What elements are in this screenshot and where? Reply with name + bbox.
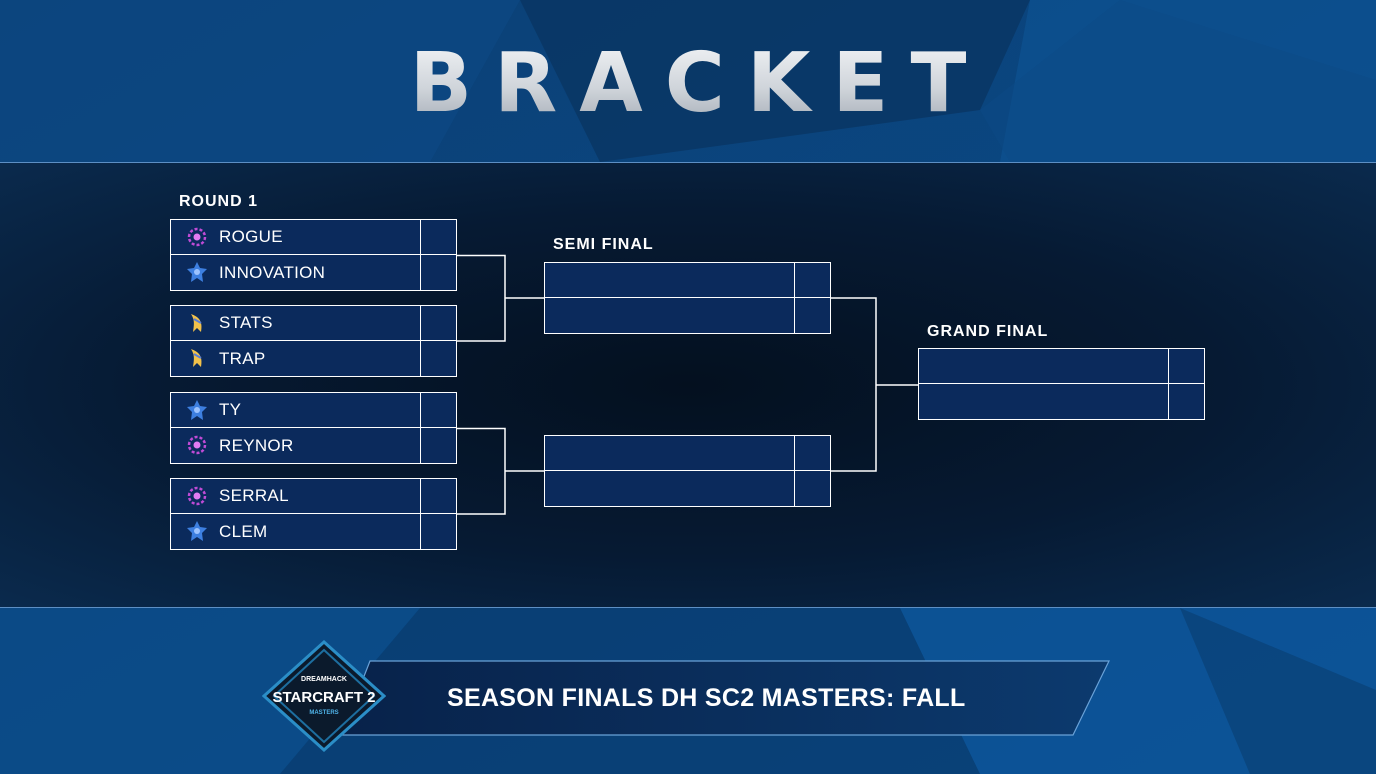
score-box <box>794 436 830 470</box>
zerg-icon <box>185 484 209 508</box>
match-r1-2: STATS TRAP <box>170 305 457 377</box>
player-slot[interactable]: TY <box>171 393 456 428</box>
score-box <box>794 471 830 506</box>
score-box <box>420 306 456 340</box>
terran-icon <box>185 398 209 422</box>
match-r1-4: SERRAL CLEM <box>170 478 457 550</box>
protoss-icon <box>185 311 209 335</box>
player-slot-empty[interactable] <box>545 298 830 333</box>
match-grand-final <box>918 348 1205 420</box>
page-title: BRACKET <box>0 36 1376 132</box>
match-r1-3: TY REYNOR <box>170 392 457 464</box>
starcraft-masters-logo: DREAMHACK STARCRAFT 2 MASTERS <box>262 640 386 752</box>
zerg-icon <box>185 225 209 249</box>
match-semi-1 <box>544 262 831 334</box>
player-slot-empty[interactable] <box>919 384 1204 419</box>
logo-masters: MASTERS <box>309 710 338 716</box>
player-slot[interactable]: REYNOR <box>171 428 456 463</box>
event-title: SEASON FINALS DH SC2 MASTERS: FALL <box>447 683 966 712</box>
player-slot-empty[interactable] <box>545 263 830 298</box>
player-name: ROGUE <box>219 227 283 246</box>
terran-icon <box>185 519 209 543</box>
logo-dreamhack: DREAMHACK <box>301 676 347 683</box>
semi-final-label: SEMI FINAL <box>553 236 654 253</box>
player-slot-empty[interactable] <box>919 349 1204 384</box>
score-box <box>420 428 456 463</box>
match-semi-2 <box>544 435 831 507</box>
round-1-label: ROUND 1 <box>179 193 259 210</box>
score-box <box>420 220 456 254</box>
player-slot-empty[interactable] <box>545 471 830 506</box>
score-box <box>420 393 456 427</box>
terran-icon <box>185 260 209 284</box>
player-name: INNOVATION <box>219 262 326 282</box>
player-name: CLEM <box>219 521 268 541</box>
logo-starcraft: STARCRAFT 2 <box>272 689 375 706</box>
score-box <box>1168 349 1204 383</box>
player-slot[interactable]: CLEM <box>171 514 456 549</box>
player-name: TY <box>219 400 242 419</box>
player-slot[interactable]: SERRAL <box>171 479 456 514</box>
score-box <box>1168 384 1204 419</box>
zerg-icon <box>185 433 209 457</box>
score-box <box>420 479 456 513</box>
player-name: STATS <box>219 313 273 332</box>
score-box <box>420 255 456 290</box>
score-box <box>420 341 456 376</box>
player-slot[interactable]: ROGUE <box>171 220 456 255</box>
player-name: REYNOR <box>219 435 294 455</box>
player-name: SERRAL <box>219 486 289 505</box>
match-r1-1: ROGUE INNOVATION <box>170 219 457 291</box>
player-slot[interactable]: STATS <box>171 306 456 341</box>
protoss-icon <box>185 346 209 370</box>
player-slot[interactable]: TRAP <box>171 341 456 376</box>
score-box <box>420 514 456 549</box>
score-box <box>794 298 830 333</box>
score-box <box>794 263 830 297</box>
player-name: TRAP <box>219 348 266 368</box>
player-slot[interactable]: INNOVATION <box>171 255 456 290</box>
player-slot-empty[interactable] <box>545 436 830 471</box>
grand-final-label: GRAND FINAL <box>927 323 1049 340</box>
